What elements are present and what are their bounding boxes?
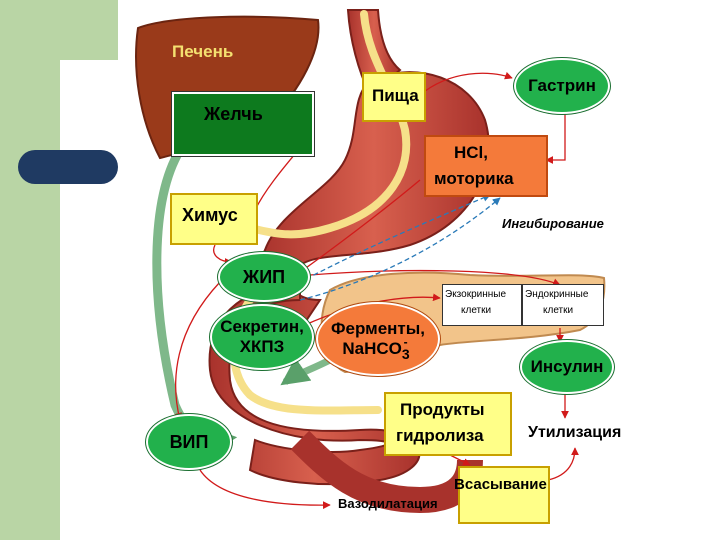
gip-label: ЖИП: [242, 266, 286, 287]
enzymes-label-line2-wrap: NaHCO3-: [342, 335, 413, 362]
bile-box: Желчь: [172, 92, 314, 156]
arrow-gip-vip: [174, 281, 221, 421]
secretin-node: Секретин, ХКПЗ: [210, 304, 314, 370]
insulin-label: Инсулин: [530, 357, 604, 376]
arrow-food-gastrin: [419, 71, 513, 96]
endocrine-box: Эндокринные клетки: [522, 284, 604, 326]
enzymes-label-line1: Ферменты,: [331, 319, 425, 338]
enzyme-arrow: [280, 356, 332, 386]
gastrin-node: Гастрин: [514, 58, 610, 114]
absorption-label: Всасывание: [454, 476, 547, 493]
exocrine-box: Экзокринные клетки: [442, 284, 522, 326]
inhibition-label: Ингибирование: [502, 216, 604, 231]
endocrine-label-line1: Эндокринные: [525, 289, 589, 300]
chyme-box: Химус: [170, 193, 258, 245]
slide-side-notch: [60, 0, 118, 60]
insulin-node: Инсулин: [520, 340, 614, 394]
vip-label: ВИП: [169, 431, 209, 452]
exocrine-label-line1: Экзокринные: [445, 289, 507, 300]
liver-label: Печень: [168, 42, 238, 62]
hcl-label-line1: HCl,: [454, 143, 488, 162]
enzymes-subscript: 3: [401, 346, 410, 362]
gastrin-label: Гастрин: [528, 76, 596, 95]
arrow-vip-vasodilation: [199, 469, 331, 510]
inhibition-arrow-2: [299, 197, 501, 301]
products-label-line1: Продукты: [400, 400, 485, 419]
bile-label: Желчь: [204, 104, 263, 124]
duodenum: [208, 283, 421, 486]
secretin-label-line1: Секретин,: [220, 317, 304, 336]
endocrine-label-line2: клетки: [543, 305, 574, 316]
enzymes-node: Ферменты, NaHCO3-: [316, 302, 440, 376]
food-label: Пища: [372, 86, 419, 105]
slide-accent-bar: [18, 150, 118, 184]
arrow-gip-endocrine: [309, 269, 561, 286]
enzymes-superscript: -: [403, 335, 408, 349]
arrow-absorption-utilization: [547, 447, 579, 481]
secretin-label-line2: ХКПЗ: [239, 337, 285, 356]
products-box: Продукты гидролиза: [384, 392, 512, 456]
hcl-label-line2: моторика: [434, 169, 514, 188]
exocrine-label-line2: клетки: [461, 305, 492, 316]
inhibition-arrow-1: [284, 194, 491, 291]
vasodilation-label: Вазодилатация: [338, 496, 438, 511]
enzymes-label-line2: NaHCO: [342, 339, 402, 358]
vip-node: ВИП: [146, 414, 232, 470]
food-box: Пища: [362, 72, 426, 122]
chyme-label: Химус: [182, 205, 238, 225]
absorption-box: Всасывание: [454, 466, 550, 524]
arrow-secretin-exocrine: [304, 293, 441, 326]
slide-side-corner: [60, 60, 118, 120]
gip-node: ЖИП: [218, 252, 310, 302]
hcl-box: HCl, моторика: [424, 135, 548, 197]
slide-side-panel: [0, 0, 60, 540]
arrow-products-absorption: [449, 454, 471, 466]
utilization-label: Утилизация: [528, 424, 622, 441]
products-label-line2: гидролиза: [396, 426, 484, 445]
arrow-gastrin-hcl: [545, 105, 566, 164]
